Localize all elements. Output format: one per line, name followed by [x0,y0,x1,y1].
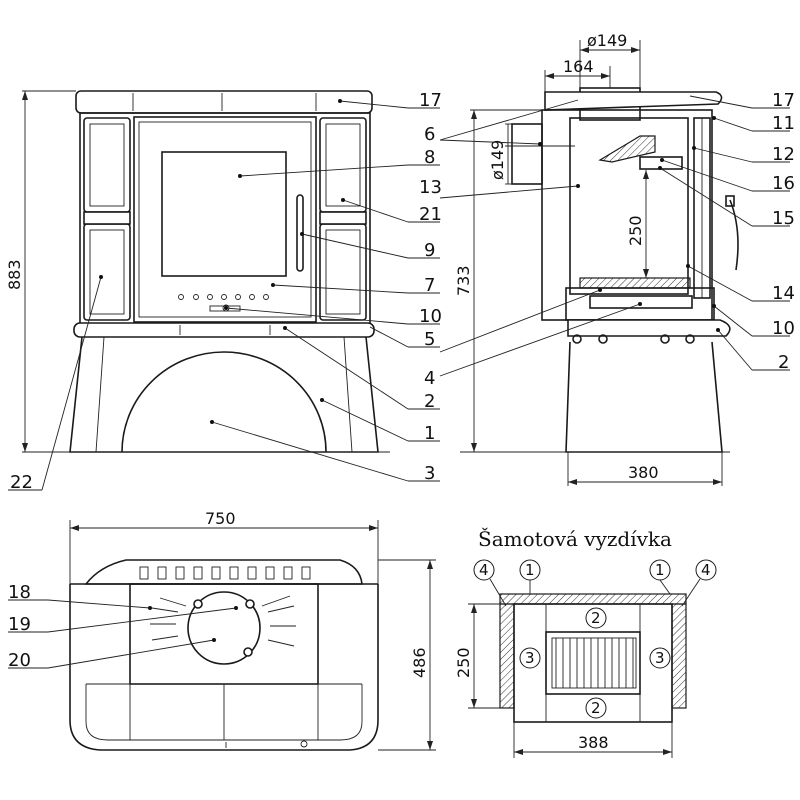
dim-flue-offset: 164 [563,57,594,76]
flue-rear [511,123,543,185]
side-label-15: 15 [772,208,795,229]
lining-num-4a: 4 [479,561,489,579]
lining-left-brick [499,603,515,709]
side-base [565,341,723,453]
dim-chamber-height: 250 [626,215,645,246]
grate [579,277,691,289]
label-17: 17 [419,90,442,111]
side-label-11: 11 [772,113,795,134]
base-arch [121,351,327,453]
label-3: 3 [424,463,435,484]
label-9: 9 [424,240,435,261]
label-22: 22 [10,472,33,493]
side-label-10: 10 [772,318,795,339]
top-flue-plate [187,591,261,665]
dim-width-top: 750 [205,509,236,528]
combustion-chamber [569,117,689,295]
dim-depth-side: 380 [628,463,659,482]
side-label-14: 14 [772,283,795,304]
dim-lining-height: 250 [454,647,473,678]
front-top-slab [75,90,373,114]
label-10: 10 [419,306,442,327]
side-handle [729,199,739,271]
side-top-slab [544,91,723,111]
side-view: 733 ø149 164 ø149 250 380 [439,31,795,486]
top-outline [69,584,379,751]
dim-lining-width: 388 [578,733,609,752]
lining-right-brick [671,603,687,709]
label-2: 2 [424,391,435,412]
lining-view: Šamotová vyzdívka [454,526,717,758]
air-control-dots [178,294,269,312]
top-label-20: 20 [8,650,31,671]
ash-pan [589,295,693,309]
top-label-19: 19 [8,614,31,635]
label-5: 5 [424,329,435,350]
top-radial-slots [150,595,296,647]
label-21: 21 [419,204,442,225]
front-door [133,116,317,323]
front-view: 883 17 6 8 13 21 9 7 10 5 4 [5,90,442,493]
side-label-16: 16 [772,173,795,194]
lining-num-1b: 1 [655,561,665,579]
top-vent-slots [139,566,311,580]
dim-flue-dia-rear: ø149 [488,140,507,180]
door-glass [161,151,287,277]
side-label-12: 12 [772,144,795,165]
label-13: 13 [419,177,442,198]
lining-num-2a: 2 [591,609,601,627]
side-label-2: 2 [778,352,789,373]
lining-top-brick [499,593,687,605]
dim-flue-dia-top: ø149 [587,31,627,50]
top-label-18: 18 [8,582,31,603]
lining-num-4b: 4 [701,561,711,579]
dim-733: 733 [454,265,473,296]
label-7: 7 [424,275,435,296]
label-4: 4 [424,368,435,389]
front-base [69,336,379,453]
lining-num-3b: 3 [655,649,665,667]
label-8: 8 [424,147,435,168]
label-6: 6 [424,124,435,145]
lining-title: Šamotová vyzdívka [478,526,672,551]
lining-num-1a: 1 [525,561,535,579]
dim-depth-top: 486 [410,647,429,678]
label-1: 1 [424,423,435,444]
dim-883: 883 [5,259,24,290]
baffle-plate [598,135,656,163]
lining-num-2b: 2 [591,699,601,717]
front-ledge [73,322,375,338]
lining-num-3a: 3 [525,649,535,667]
lining-grate [545,631,641,695]
top-view: 750 486 18 19 20 [8,509,436,751]
side-label-17: 17 [772,90,795,111]
